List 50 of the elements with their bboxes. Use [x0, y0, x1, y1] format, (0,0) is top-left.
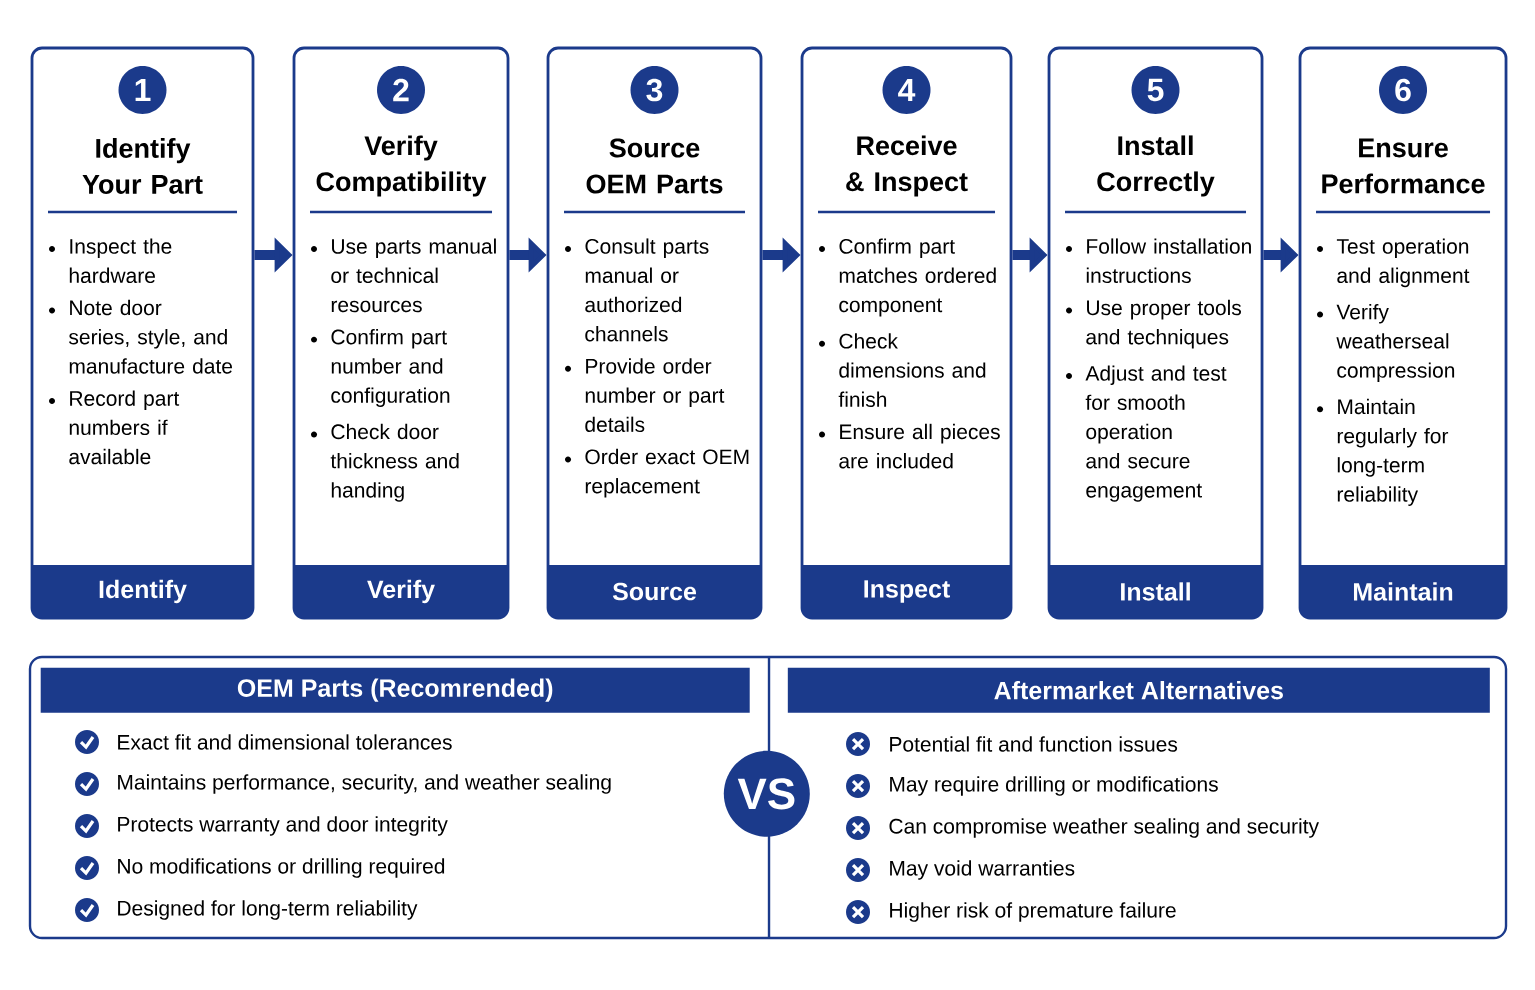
- list-item: Protects warranty and door integrity: [118, 816, 448, 836]
- bullet-item: Adjust and test for smooth operation and secure engagement: [1085, 365, 1227, 502]
- list-item: May void warranties: [890, 860, 1075, 880]
- card-footer: Install: [1049, 565, 1262, 618]
- bullet-item: Test operation and alignment: [1336, 238, 1470, 288]
- card-footer: Source: [548, 565, 761, 618]
- bullet-item: Confirm part number and configuration: [331, 329, 450, 407]
- step-title: Identify Your Part: [82, 138, 203, 194]
- bullet-item: Ensure all pieces are included: [839, 423, 1000, 469]
- bullet-item: Use proper tools and techniques: [1086, 299, 1241, 349]
- card-footer: Maintain: [1300, 565, 1506, 618]
- bullet-item: Follow installation instructions: [1086, 238, 1251, 284]
- card-footer: Verify: [294, 565, 508, 618]
- bullet-item: Record part numbers if available: [69, 390, 180, 465]
- card-footer: Inspect: [802, 565, 1011, 618]
- number-badge: 1: [118, 66, 167, 114]
- step-title: Receive & Inspect: [846, 135, 968, 197]
- bullet-item: Maintain regularly for long-term reliability: [1337, 398, 1449, 506]
- header-band: Aftermarket Alternatives: [787, 667, 1490, 713]
- bullet-item: Verify weatherseal compression: [1336, 304, 1455, 382]
- number-badge: 3: [630, 66, 679, 114]
- step-title: Ensure Performance: [1322, 138, 1485, 194]
- list-item: Can compromise weather sealing and security: [889, 818, 1319, 838]
- list-item: Potential fit and function issues: [890, 736, 1178, 752]
- list-item: Exact fit and dimensional tolerances: [118, 734, 452, 750]
- list-item: Higher risk of premature failure: [890, 902, 1176, 922]
- bullet-item: Inspect the hardware: [69, 238, 172, 284]
- list-item: Designed for long-term reliability: [118, 900, 418, 920]
- vs-badge: VS: [723, 750, 810, 837]
- list-item: No modifications or drilling required: [118, 858, 445, 878]
- bullet-item: Check dimensions and finish: [838, 333, 986, 407]
- bullet-item: Note door series, style, and manufacture date: [69, 299, 233, 374]
- step-title: Verify Compatibility: [316, 135, 487, 197]
- number-badge: 4: [882, 66, 931, 114]
- bullet-item: Consult parts manual or authorized channels: [585, 238, 709, 342]
- bullet-item: Check door thickness and handing: [330, 423, 459, 502]
- bullet-item: Confirm part matches ordered component: [839, 238, 996, 317]
- step-title: Install Correctly: [1097, 135, 1215, 197]
- bullet-item: Order exact OEM replacement: [585, 448, 749, 498]
- card-footer: Identify: [32, 565, 253, 618]
- step-title: Source OEM Parts: [586, 138, 723, 194]
- header-band: OEM Parts (Recomrended): [40, 667, 750, 713]
- number-badge: 2: [377, 66, 425, 114]
- list-item: May require drilling or modifications: [890, 776, 1218, 796]
- number-badge: 5: [1131, 66, 1180, 114]
- list-item: Maintains performance, security, and weather sealing: [118, 774, 611, 794]
- bullet-item: Use parts manual or technical resources: [331, 238, 496, 313]
- bullet-item: Provide order number or part details: [585, 358, 725, 433]
- comparison-panel: [28, 655, 1508, 940]
- number-badge: 6: [1379, 66, 1427, 114]
